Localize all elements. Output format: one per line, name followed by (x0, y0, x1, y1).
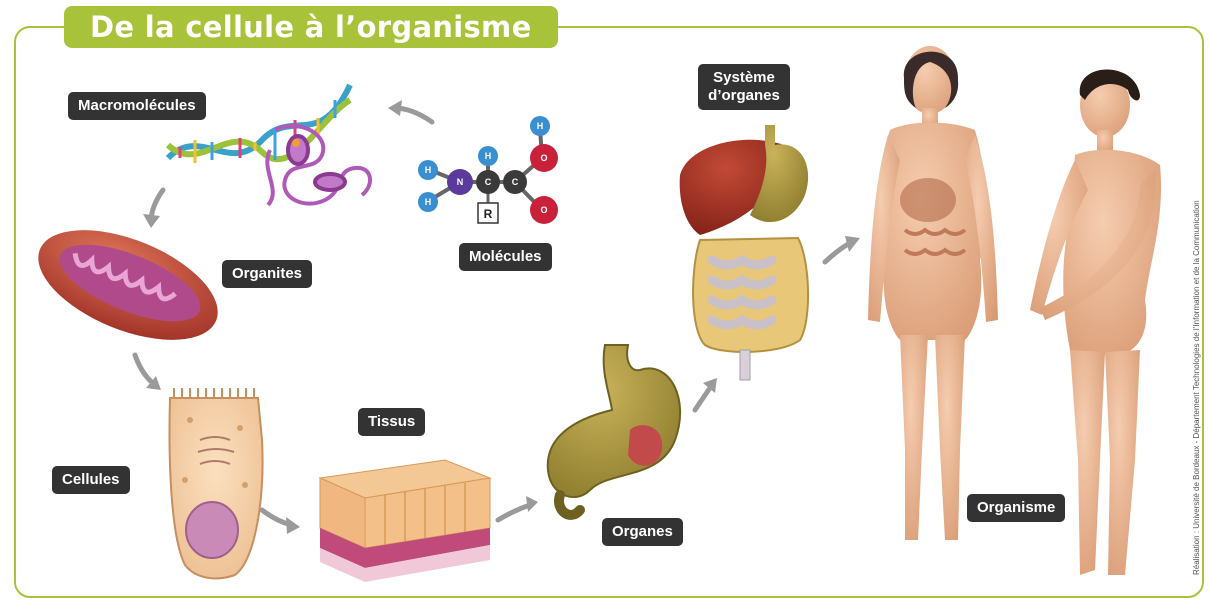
arrow-cellules-to-tissus-head (286, 517, 300, 534)
label-cellules: Cellules (52, 466, 130, 494)
svg-text:O: O (540, 153, 547, 163)
svg-text:C: C (485, 177, 492, 187)
cell-illustration (170, 388, 263, 578)
svg-text:N: N (457, 177, 464, 187)
woman-figure-illustration (868, 46, 998, 540)
arrow-organites-to-cellules (135, 355, 155, 385)
credit-text: Réalisation : Université de Bordeaux - D… (1192, 200, 1201, 575)
label-molecules: Molécules (459, 243, 552, 271)
label-tissus: Tissus (358, 408, 425, 436)
arrow-systeme-to-organisme-head (845, 236, 860, 252)
stomach-illustration (548, 345, 680, 515)
svg-text:R: R (484, 207, 493, 221)
label-organites: Organites (222, 260, 312, 288)
svg-text:H: H (425, 197, 432, 207)
svg-text:O: O (540, 205, 547, 215)
arrow-macromolecules-to-organites-head (143, 214, 160, 228)
arrow-tissus-to-organes-head (526, 496, 538, 512)
svg-text:H: H (537, 121, 544, 131)
mitochondrion-illustration (23, 208, 233, 363)
tissue-illustration (320, 460, 490, 582)
label-systeme-organes: Système d’organes (698, 64, 790, 110)
arrow-molecules-to-macromolecules-head (388, 100, 402, 116)
molecule-illustration: H H N H C C O O H R (418, 116, 558, 224)
svg-text:H: H (425, 165, 432, 175)
label-systeme-line1: Système (708, 69, 780, 87)
label-organisme: Organisme (967, 494, 1065, 522)
protein-illustration (267, 126, 370, 205)
arrow-organes-to-systeme (695, 385, 712, 410)
arrow-tissus-to-organes (498, 505, 530, 520)
label-macromolecules: Macromolécules (68, 92, 206, 120)
label-systeme-line2: d’organes (708, 87, 780, 105)
svg-text:C: C (512, 177, 519, 187)
organ-system-illustration (680, 125, 808, 380)
label-organes: Organes (602, 518, 683, 546)
svg-text:H: H (485, 151, 492, 161)
